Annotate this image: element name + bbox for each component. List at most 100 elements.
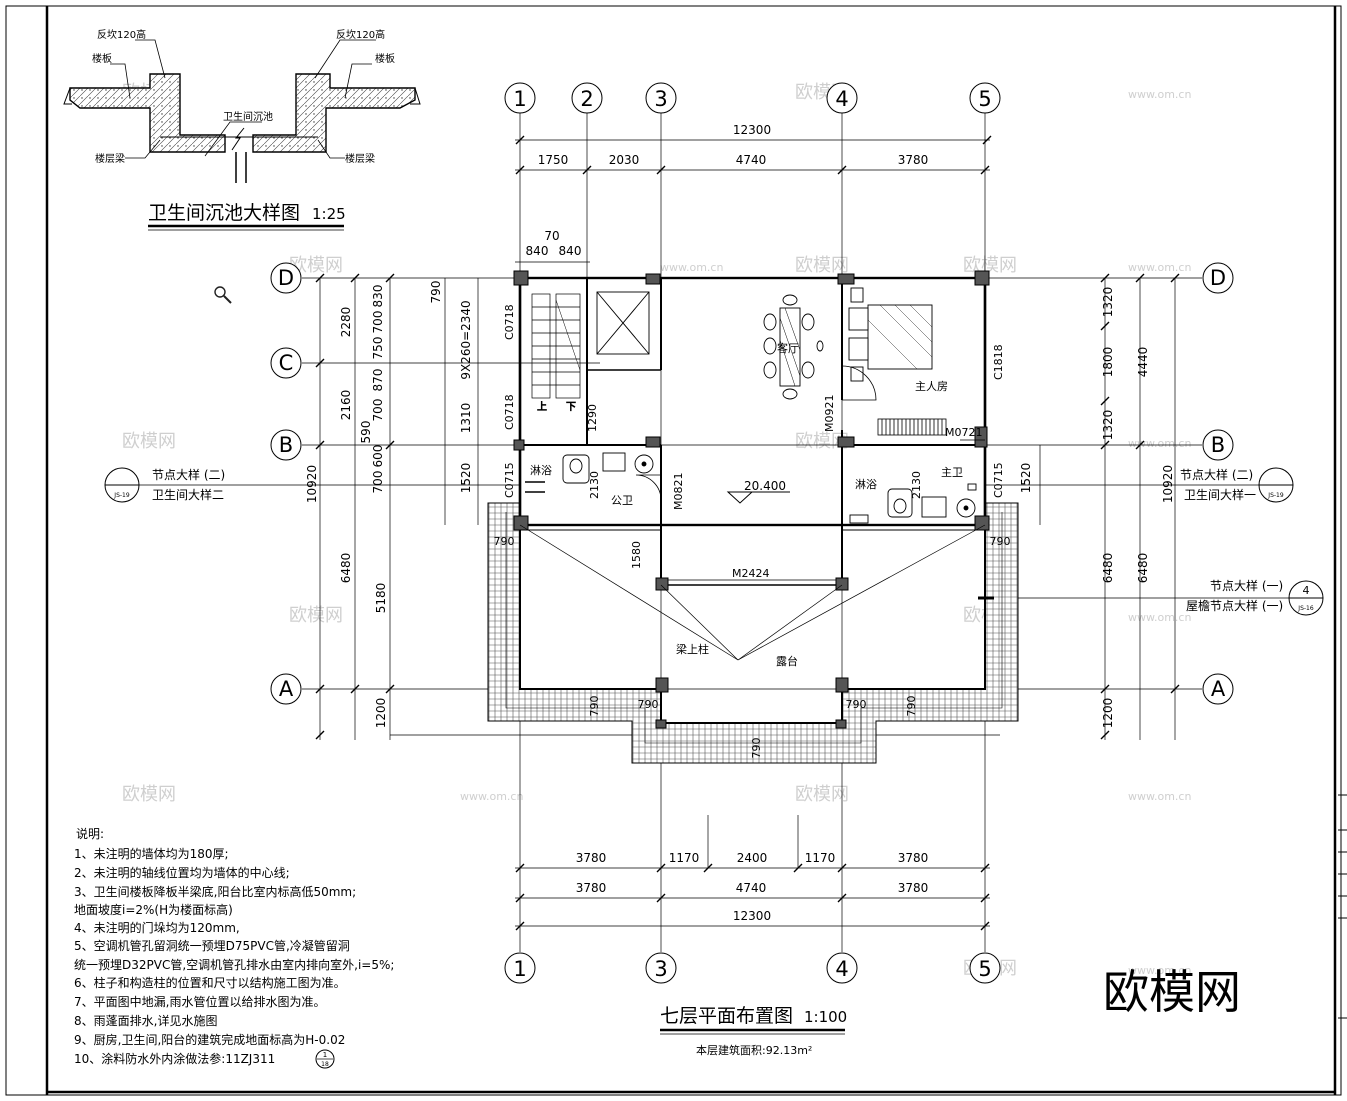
svg-text:4: 4 xyxy=(1303,584,1310,597)
svg-text:梁上柱: 梁上柱 xyxy=(676,642,709,656)
svg-text:3: 3 xyxy=(654,957,667,981)
svg-text:C0715: C0715 xyxy=(503,462,516,498)
svg-text:www.om.cn: www.om.cn xyxy=(660,261,723,274)
svg-text:www.om.cn: www.om.cn xyxy=(1128,88,1191,101)
svg-text:590: 590 xyxy=(359,421,373,444)
svg-text:节点大样 (二): 节点大样 (二) xyxy=(1180,467,1253,482)
dining-table xyxy=(763,294,824,400)
svg-text:下: 下 xyxy=(566,402,576,413)
svg-text:欧模网: 欧模网 xyxy=(122,431,176,452)
svg-text:1520: 1520 xyxy=(1019,463,1033,494)
svg-text:1、未注明的墙体均为180厚;: 1、未注明的墙体均为180厚; xyxy=(74,846,229,861)
svg-text:地面坡度i=2%(H为楼面标高): 地面坡度i=2%(H为楼面标高) xyxy=(74,902,233,917)
svg-text:4、未注明的门垛均为120mm,: 4、未注明的门垛均为120mm, xyxy=(74,920,240,935)
svg-text:节点大样 (二): 节点大样 (二) xyxy=(152,467,225,482)
svg-text:卫生间大样一: 卫生间大样一 xyxy=(1184,487,1256,502)
svg-text:12300: 12300 xyxy=(733,123,771,137)
callout-left: JS-19 节点大样 (二) 卫生间大样二 xyxy=(104,467,225,503)
svg-text:7、平面图中地漏,雨水管位置以给排水图为准。: 7、平面图中地漏,雨水管位置以给排水图为准。 xyxy=(74,994,325,1009)
svg-text:反坎120高: 反坎120高 xyxy=(336,28,385,41)
svg-text:6、柱子和构造柱的位置和尺寸以结构施工图为准。: 6、柱子和构造柱的位置和尺寸以结构施工图为准。 xyxy=(74,975,346,990)
svg-text:C0718: C0718 xyxy=(503,304,516,340)
magnifier-icon[interactable] xyxy=(214,286,232,304)
svg-text:790: 790 xyxy=(750,738,763,759)
stair: 上 下 xyxy=(531,293,581,413)
svg-text:楼板: 楼板 xyxy=(375,52,395,65)
structural-columns xyxy=(513,270,990,729)
svg-text:5、空调机管孔留洞统一预埋D75PVC管,冷凝管留洞: 5、空调机管孔留洞统一预埋D75PVC管,冷凝管留洞 xyxy=(74,938,350,953)
svg-text:www.om.cn: www.om.cn xyxy=(1128,611,1191,624)
svg-text:2400: 2400 xyxy=(737,851,768,865)
svg-text:870: 870 xyxy=(371,369,385,392)
svg-text:830: 830 xyxy=(371,285,385,308)
axis-row-B-right: B xyxy=(1202,429,1234,461)
svg-text:上: 上 xyxy=(537,401,547,413)
svg-text:节点大样 (一): 节点大样 (一) xyxy=(1210,578,1283,593)
detail-scale: 1:25 xyxy=(312,205,346,223)
svg-text:790: 790 xyxy=(846,698,867,711)
svg-text:1200: 1200 xyxy=(374,698,388,729)
note-ref-symbol: 1 18 xyxy=(315,1049,335,1069)
svg-text:JS-19: JS-19 xyxy=(113,492,130,499)
svg-text:A: A xyxy=(1211,677,1226,701)
svg-text:6480: 6480 xyxy=(1136,553,1150,584)
svg-text:C1818: C1818 xyxy=(992,344,1005,380)
svg-text:12300: 12300 xyxy=(733,909,771,923)
svg-text:4: 4 xyxy=(835,957,848,981)
svg-text:欧模网: 欧模网 xyxy=(795,784,849,805)
svg-text:840: 840 xyxy=(526,244,549,258)
pit-section-shape xyxy=(69,73,416,153)
svg-text:www.om.cn: www.om.cn xyxy=(1128,437,1191,450)
svg-text:欧模网: 欧模网 xyxy=(122,784,176,805)
axis-row-C-left: C xyxy=(270,347,302,379)
svg-text:B: B xyxy=(279,433,293,457)
door-window-tags: M0921 M0821 M0721 M2424 C0718 C0718 C071… xyxy=(503,304,1005,580)
plan-scale: 1:100 xyxy=(804,1008,847,1026)
svg-text:屋檐节点大样 (一): 屋檐节点大样 (一) xyxy=(1186,598,1283,613)
svg-text:主卫: 主卫 xyxy=(941,466,963,479)
svg-text:楼板: 楼板 xyxy=(92,52,112,65)
callout-right-2: 4 JS-16 节点大样 (一) 屋檐节点大样 (一) xyxy=(1186,578,1324,616)
svg-text:600: 600 xyxy=(371,445,385,468)
svg-text:790: 790 xyxy=(990,535,1011,548)
svg-text:欧模网: 欧模网 xyxy=(289,605,343,626)
svg-text:5: 5 xyxy=(978,87,991,111)
svg-text:www.om.cn: www.om.cn xyxy=(460,790,523,803)
svg-text:www.om.cn: www.om.cn xyxy=(1128,261,1191,274)
svg-text:1520: 1520 xyxy=(459,463,473,494)
svg-text:1580: 1580 xyxy=(630,541,643,569)
svg-text:1200: 1200 xyxy=(1101,698,1115,729)
svg-text:5: 5 xyxy=(978,957,991,981)
plan-title-block: 七层平面布置图 1:100 本层建筑面积:92.13m² xyxy=(660,1005,847,1057)
svg-text:4440: 4440 xyxy=(1136,347,1150,378)
dimension-ticks xyxy=(315,135,1180,931)
svg-text:M2424: M2424 xyxy=(732,567,770,580)
svg-text:1: 1 xyxy=(323,1051,327,1059)
svg-text:C0718: C0718 xyxy=(503,394,516,430)
svg-text:790: 790 xyxy=(429,281,443,304)
svg-text:10920: 10920 xyxy=(305,465,319,503)
svg-text:5180: 5180 xyxy=(374,583,388,614)
svg-text:统一预埋D32PVC管,空调机管孔排水由室内排向室外,i=5: 统一预埋D32PVC管,空调机管孔排水由室内排向室外,i=5%; xyxy=(74,957,394,972)
svg-text:790: 790 xyxy=(588,696,601,717)
svg-text:C0715: C0715 xyxy=(992,462,1005,498)
sheet-frame xyxy=(5,5,1347,1096)
axis-grid-lines xyxy=(105,113,1290,952)
svg-text:1320: 1320 xyxy=(1101,410,1115,441)
axis-row-B-left: B xyxy=(270,429,302,461)
svg-text:2160: 2160 xyxy=(339,390,353,421)
axis-col-3-top: 3 xyxy=(645,82,677,114)
brand-logo-text: 欧模网 xyxy=(1103,965,1241,1019)
svg-text:1800: 1800 xyxy=(1101,347,1115,378)
dimension-lines xyxy=(319,139,1176,927)
walls xyxy=(518,276,987,586)
svg-text:1750: 1750 xyxy=(538,153,569,167)
balcony-dims: 790 790 790 790 790 790 790 xyxy=(494,535,1011,759)
svg-text:840: 840 xyxy=(559,244,582,258)
svg-text:3780: 3780 xyxy=(898,881,929,895)
svg-text:700: 700 xyxy=(371,311,385,334)
axis-col-1-top: 1 xyxy=(504,82,536,114)
axis-row-A-left: A xyxy=(270,673,302,705)
svg-text:1170: 1170 xyxy=(669,851,700,865)
svg-text:790: 790 xyxy=(638,698,659,711)
